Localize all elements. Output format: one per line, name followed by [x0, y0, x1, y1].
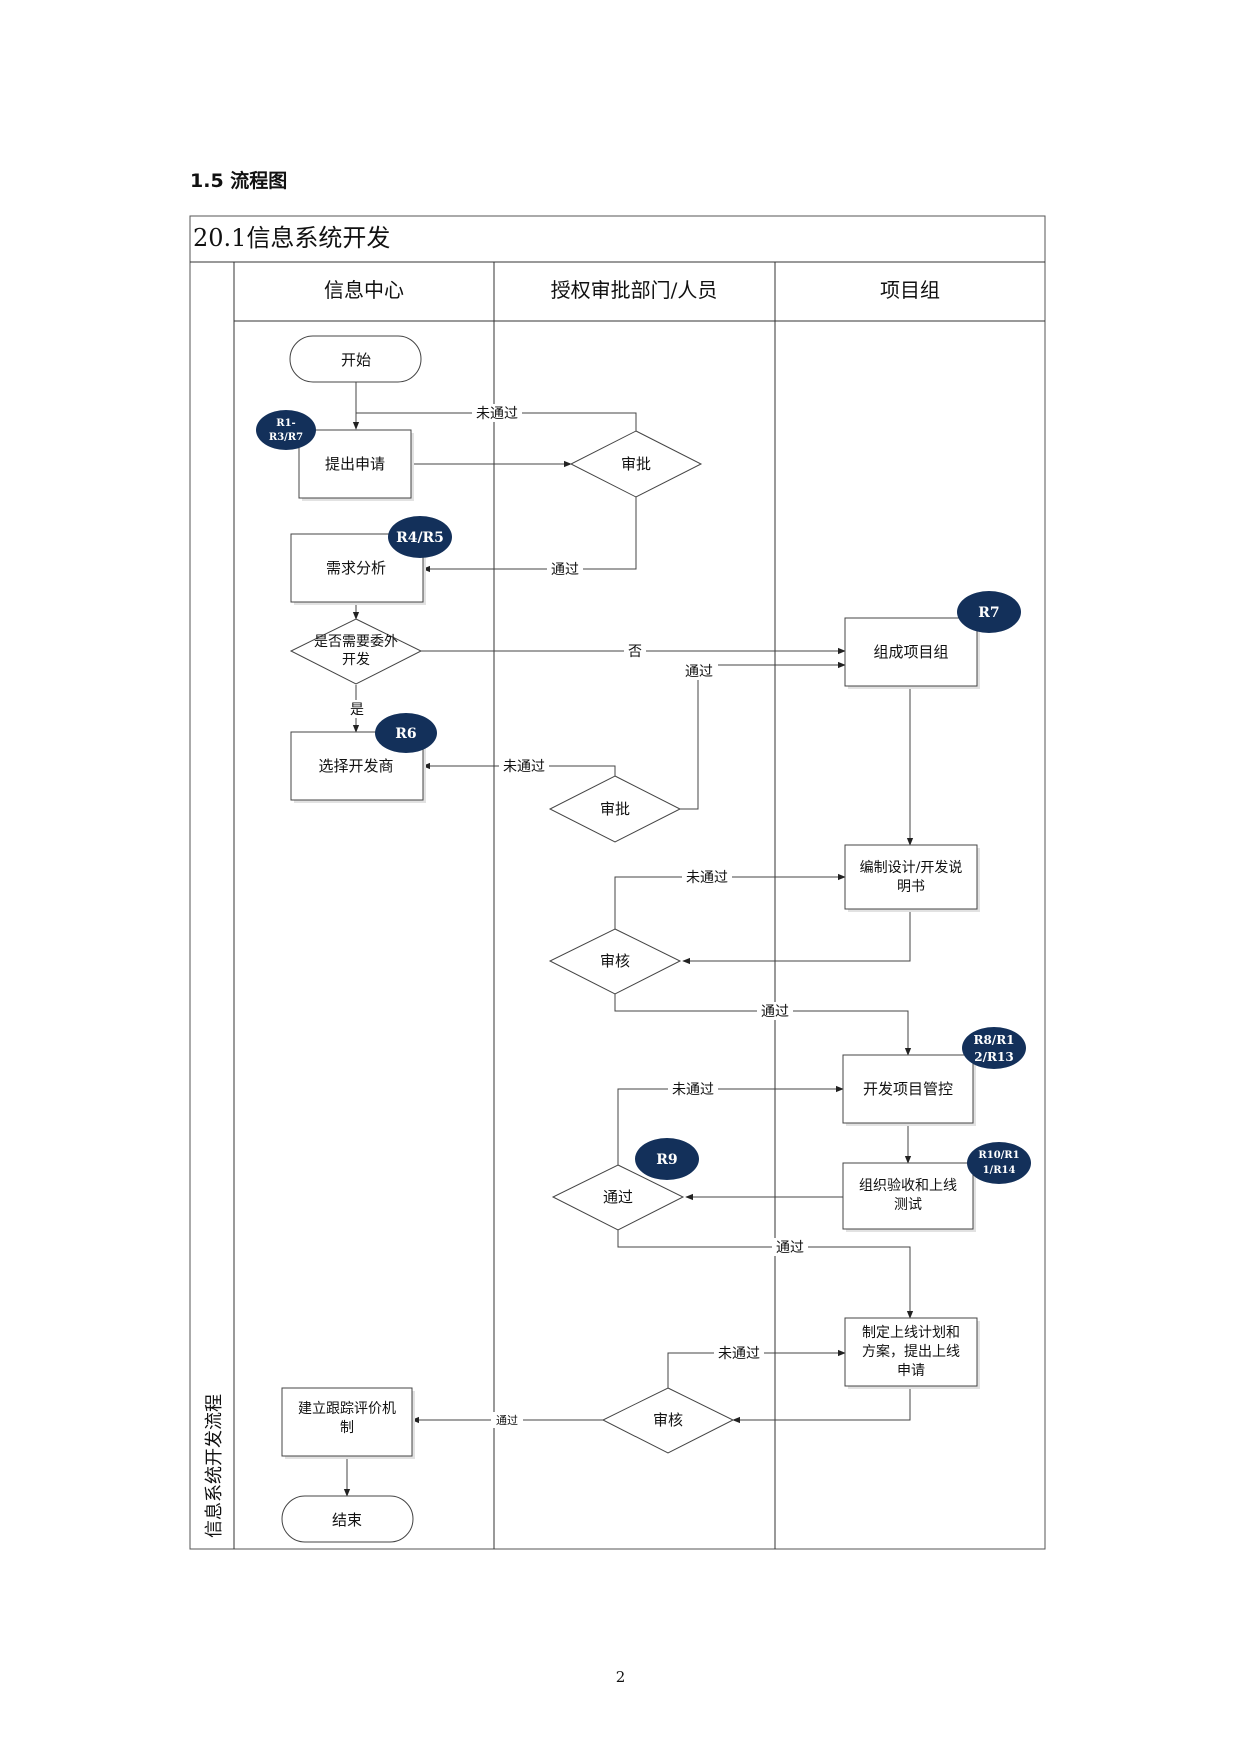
golive-plan-box [844, 1317, 978, 1387]
badge-r1-r3-r7 [256, 410, 316, 450]
submit-application-label: 提出申请 [325, 455, 385, 473]
submit-application-box [298, 429, 412, 499]
acceptance-test-box [842, 1162, 974, 1230]
start-node-label: 开始 [341, 351, 371, 369]
badge-r4-r5 [388, 516, 452, 558]
golive-plan-line3: 申请 [897, 1363, 925, 1379]
badge-r4-r5-label: R4/R5 [396, 530, 444, 546]
approve2-diamond [548, 775, 682, 843]
badge-r8-r12-r13-line2: 2/R13 [974, 1050, 1013, 1064]
edge-approve1-not-passed [356, 412, 637, 432]
acceptance-test-line1: 组织验收和上线 [859, 1178, 957, 1194]
acceptance-test-line2: 测试 [894, 1197, 922, 1213]
label-check-passed: 通过 [776, 1240, 804, 1256]
lane-header-approval-dept: 授权审批部门/人员 [551, 278, 718, 302]
diagram-title: 20.1信息系统开发 [193, 224, 390, 252]
outsource-decision-diamond [289, 618, 423, 685]
approve1-label: 审批 [621, 455, 651, 473]
edge-golive-review2 [732, 1388, 911, 1424]
label-approve1-passed: 通过 [551, 562, 579, 578]
badge-r10-r11-r14-line2: 1/R14 [983, 1165, 1016, 1176]
design-doc-line1: 编制设计/开发说 [860, 860, 963, 876]
outsource-decision-line2: 开发 [342, 652, 370, 668]
lane-header-info-center: 信息中心 [324, 278, 404, 302]
badge-r9 [635, 1138, 699, 1180]
edge-design-review1 [682, 909, 911, 965]
edge-approve1-passed [422, 497, 637, 573]
review2-diamond [601, 1387, 735, 1454]
review1-label: 审核 [600, 952, 630, 970]
badge-r8-r12-r13-line1: R8/R1 [973, 1033, 1014, 1047]
lane-header-project-team: 项目组 [880, 278, 940, 302]
start-node [289, 335, 422, 383]
label-check-not-passed: 未通过 [672, 1082, 714, 1098]
pass-check-label: 通过 [603, 1188, 633, 1206]
end-node-label: 结束 [332, 1511, 362, 1529]
edge-check-passed [617, 1230, 914, 1319]
diagram-frame [189, 215, 1046, 1550]
badge-r1-r3-r7-line1: R1- [276, 418, 295, 429]
pass-check-diamond [551, 1164, 685, 1231]
design-doc-line2: 明书 [897, 879, 925, 895]
end-node [281, 1495, 414, 1543]
requirement-analysis-label: 需求分析 [326, 559, 386, 577]
form-project-team-box [844, 617, 978, 687]
badge-r10-r11-r14 [967, 1142, 1031, 1184]
section-heading: 1.5 流程图 [190, 170, 288, 192]
design-doc-box [844, 844, 978, 910]
review1-diamond [548, 928, 682, 995]
select-vendor-label: 选择开发商 [318, 757, 393, 775]
project-control-label: 开发项目管控 [863, 1080, 953, 1098]
badge-r9-label: R9 [656, 1152, 677, 1168]
outsource-decision-line1: 是否需要委外 [314, 634, 398, 650]
label-review2-passed: 通过 [496, 1414, 518, 1427]
edge-review2-not-passed [667, 1349, 846, 1388]
process-vertical-label: 信息系统开发流程 [204, 1394, 225, 1538]
label-review1-not-passed: 未通过 [686, 870, 728, 886]
badge-r7-label: R7 [978, 605, 999, 621]
tracking-mechanism-line1: 建立跟踪评价机 [298, 1401, 396, 1417]
review2-label: 审核 [653, 1411, 683, 1429]
label-approve2-passed: 通过 [685, 664, 713, 680]
label-review1-passed: 通过 [761, 1004, 789, 1020]
label-decision-no: 否 [628, 644, 642, 660]
page-number: 2 [615, 1668, 626, 1686]
approve2-label: 审批 [600, 800, 630, 818]
badge-r1-r3-r7-line2: R3/R7 [269, 432, 303, 443]
label-approve1-not-passed: 未通过 [476, 406, 518, 422]
edge-check-not-passed [617, 1085, 844, 1165]
label-approve2-not-passed: 未通过 [503, 759, 545, 775]
badge-r8-r12-r13 [962, 1027, 1026, 1069]
tracking-mechanism-box [281, 1387, 413, 1457]
edge-approve2-passed [680, 661, 846, 810]
badge-r7 [957, 591, 1021, 633]
golive-plan-line1: 制定上线计划和 [862, 1325, 960, 1341]
label-decision-yes: 是 [350, 702, 364, 718]
form-project-team-label: 组成项目组 [873, 643, 948, 661]
edge-approve2-not-passed [422, 762, 616, 776]
project-control-box [842, 1054, 974, 1124]
approve1-diamond [569, 430, 703, 498]
edge-review1-not-passed [614, 873, 846, 929]
badge-r6-label: R6 [395, 726, 416, 742]
label-review2-not-passed: 未通过 [718, 1346, 760, 1362]
tracking-mechanism-line2: 制 [340, 1420, 354, 1436]
badge-r10-r11-r14-line1: R10/R1 [978, 1150, 1019, 1161]
golive-plan-line2: 方案，提出上线 [862, 1343, 960, 1360]
badge-r6 [375, 713, 437, 753]
